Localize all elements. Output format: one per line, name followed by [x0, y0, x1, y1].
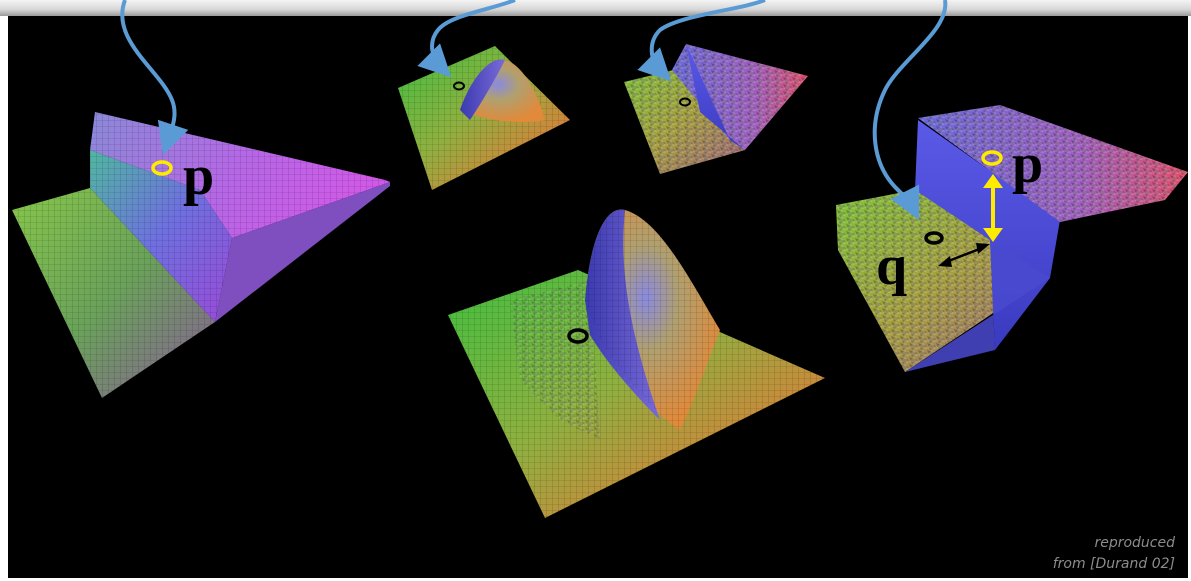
- credit-line-2: from [Durand 02]: [1052, 556, 1175, 572]
- pixel-ring-gaussian: [453, 81, 465, 91]
- pointer-arrow-4: [872, 0, 948, 221]
- top-bar: [0, 0, 1191, 16]
- pixel-ring-bilateral: [567, 328, 589, 344]
- noisy-step-surface-right: [836, 105, 1188, 372]
- gaussian-kernel-surface: [398, 46, 570, 190]
- pointer-arrow-2: [417, 0, 516, 78]
- pixel-ring-q-right: [924, 231, 944, 245]
- pixel-ring-p-left: [151, 160, 173, 176]
- label-q-right: q: [876, 235, 907, 297]
- pointer-arrow-3: [637, 0, 766, 82]
- pointer-arrow-1: [120, 0, 189, 156]
- bilateral-kernel-surface: [448, 209, 825, 518]
- pixel-ring-p-right: [981, 150, 1003, 166]
- left-margin: [0, 16, 8, 581]
- label-p-left: p: [183, 145, 214, 207]
- range-distance-arrow: [983, 174, 1003, 242]
- noisy-step-surface-top: [624, 44, 808, 174]
- bottom-margin: [0, 578, 1191, 581]
- label-p-right: p: [1012, 133, 1043, 195]
- spatial-distance-arrow: [938, 243, 990, 267]
- right-margin: [1188, 16, 1191, 581]
- pixel-ring-noisy-top: [679, 97, 691, 107]
- credit-line-1: reproduced: [1094, 535, 1175, 551]
